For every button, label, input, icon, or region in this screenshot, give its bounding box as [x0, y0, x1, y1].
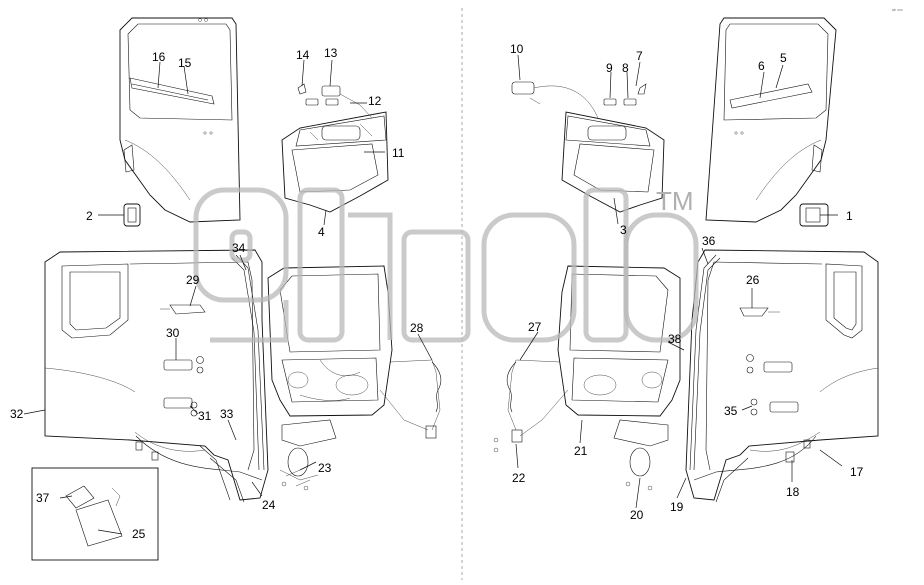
callout-6: 6 [758, 59, 765, 73]
watermark-trademark: TM [656, 186, 694, 216]
leader-lines [23, 54, 843, 535]
callout-18: 18 [786, 485, 800, 499]
callout-16: 16 [152, 50, 166, 64]
right-door-lock [739, 307, 780, 317]
callout-1: 1 [846, 209, 853, 223]
callout-35: 35 [724, 404, 738, 418]
callout-29: 29 [186, 273, 200, 287]
callout-9: 9 [606, 61, 613, 75]
callout-11: 11 [392, 146, 405, 160]
callout-24: 24 [262, 498, 276, 512]
left-inner-trim-panel [281, 111, 389, 213]
left-door-hinges [163, 356, 204, 417]
callout-13: 13 [324, 46, 338, 60]
callout-15: 15 [178, 56, 192, 70]
callout-17: 17 [850, 465, 864, 479]
callout-21: 21 [574, 444, 588, 458]
callout-10: 10 [510, 42, 524, 56]
right-wiring-harness [493, 359, 569, 453]
left-window-regulator [279, 419, 337, 491]
right-outer-door-panel [705, 17, 837, 223]
left-window-switch-parts [297, 83, 373, 119]
callout-23: 23 [318, 461, 332, 475]
right-clips [785, 439, 811, 463]
watermark-logo: TM [193, 186, 699, 343]
callout-32: 32 [10, 407, 24, 421]
callout-2: 2 [86, 209, 93, 223]
callout-20: 20 [630, 508, 644, 522]
left-clips [135, 441, 311, 487]
left-outer-handle [123, 203, 141, 227]
sheet-code: ᵃᵇ ᵒᵒᵒ [892, 8, 903, 14]
callout-27: 27 [528, 320, 542, 334]
callout-3: 3 [620, 223, 627, 237]
callout-22: 22 [512, 471, 526, 485]
callout-28: 28 [410, 321, 424, 335]
right-door-seals [689, 254, 817, 481]
callout-30: 30 [166, 326, 180, 340]
callout-7: 7 [636, 49, 643, 63]
right-door-hinges [746, 354, 799, 416]
callout-8: 8 [622, 61, 629, 75]
callout-38: 38 [668, 332, 682, 346]
left-door-lock [160, 304, 206, 315]
callout-36: 36 [702, 234, 716, 248]
callout-31: 31 [198, 409, 212, 423]
callout-labels: 1 2 3 4 5 6 7 8 9 10 11 12 13 14 15 16 1… [10, 42, 864, 541]
left-door-inner-frame [267, 265, 393, 417]
callout-5: 5 [780, 51, 787, 65]
callout-12: 12 [368, 94, 382, 108]
right-inner-trim-panel [561, 111, 665, 213]
callout-25: 25 [132, 527, 146, 541]
callout-19: 19 [670, 500, 684, 514]
callout-37: 37 [36, 491, 50, 505]
left-outer-door-panel [119, 17, 241, 223]
right-window-regulator [613, 419, 669, 491]
callout-26: 26 [746, 273, 760, 287]
parts-inset-box [31, 467, 159, 561]
callout-4: 4 [318, 225, 325, 239]
callout-34: 34 [232, 241, 246, 255]
callout-33: 33 [220, 407, 234, 421]
left-wiring-harness [379, 359, 442, 439]
left-cab-side-shell [44, 249, 269, 503]
right-window-switch-parts [511, 81, 647, 119]
callout-14: 14 [296, 48, 310, 62]
